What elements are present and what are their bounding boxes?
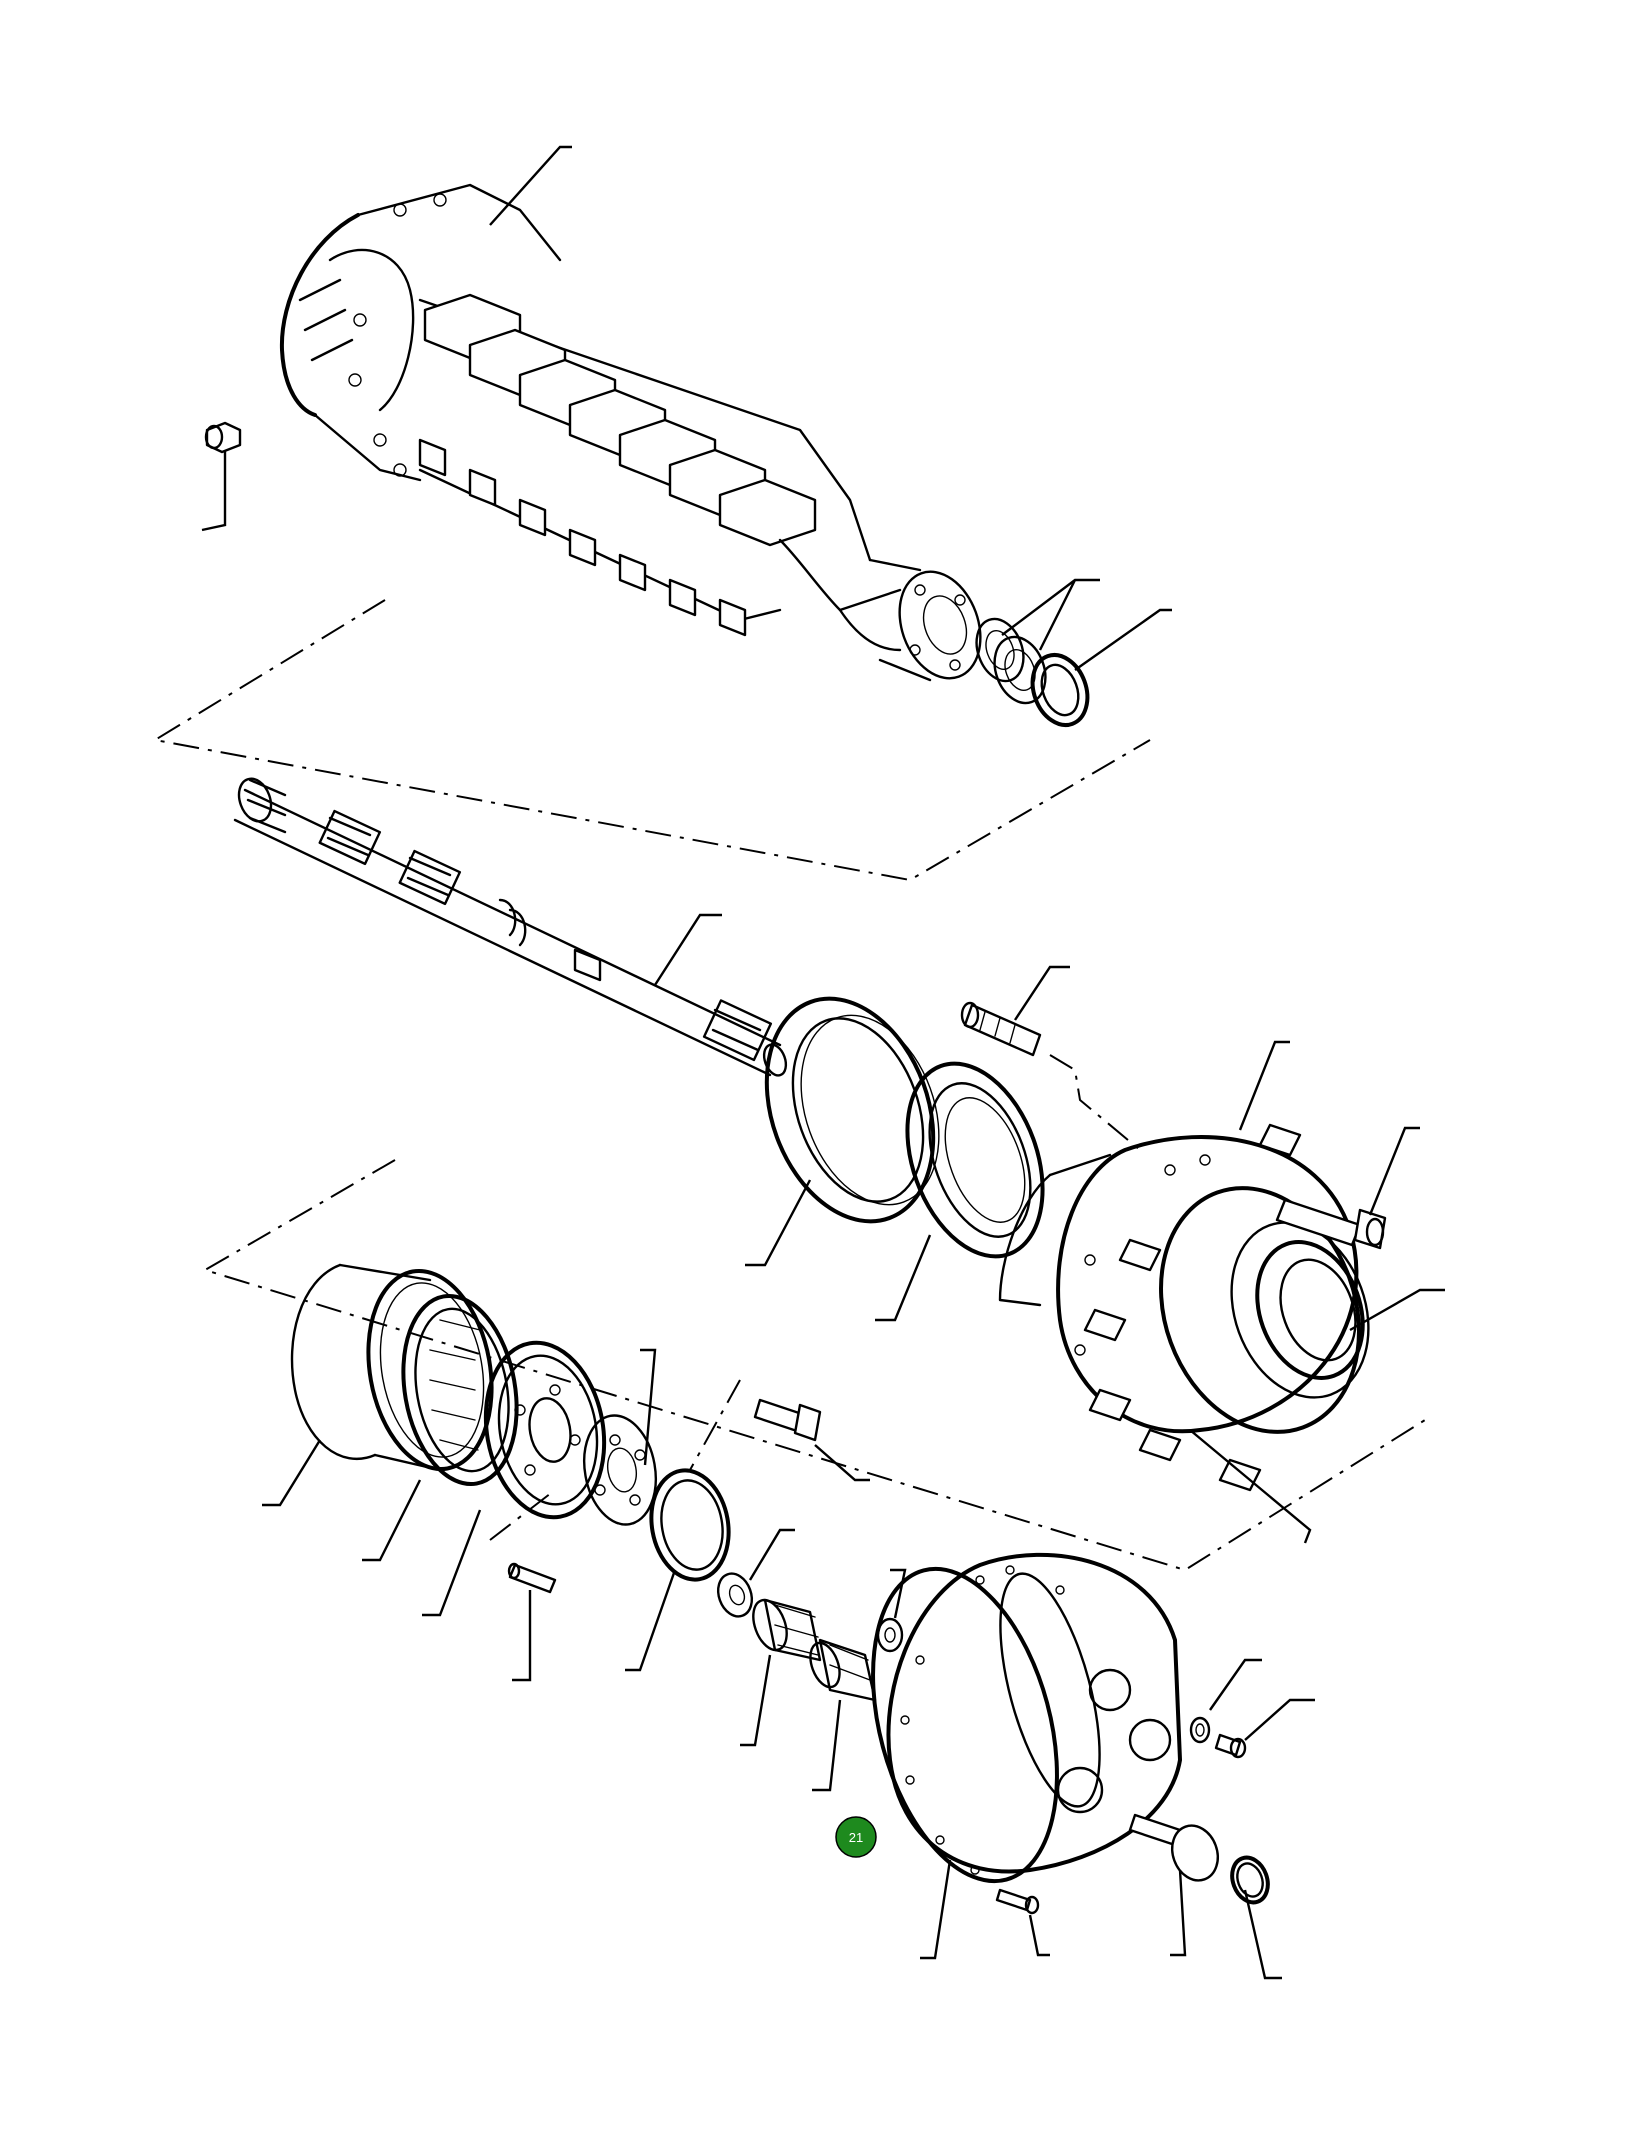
retaining-bolt[interactable] [753, 1398, 822, 1442]
drain-plug[interactable] [1128, 1813, 1225, 1887]
callout-badge[interactable]: 21 [835, 1816, 877, 1858]
leader-line-cap-screw [1028, 1914, 1050, 1957]
plug[interactable] [204, 421, 242, 454]
leader-line-hub-bottom [1189, 1429, 1312, 1544]
bolt-axis [689, 1379, 741, 1471]
snap-ring[interactable] [643, 1464, 737, 1586]
leader-line-pin [512, 1590, 532, 1682]
leader-line-oil-seal [745, 1179, 812, 1267]
wheel-bearing[interactable] [883, 1045, 1068, 1275]
leader-line-seal-top [1074, 608, 1172, 671]
leader-line-bearing-cones [1001, 578, 1100, 651]
stud-bolt[interactable] [960, 1001, 1042, 1057]
leader-line-cover [920, 1859, 952, 1960]
ring-gear-drum[interactable] [290, 1261, 506, 1479]
leader-line-small-washer [890, 1568, 907, 1619]
cover-screw[interactable] [1214, 1733, 1247, 1759]
wheel-hub[interactable] [998, 1123, 1392, 1492]
leader-line-cover-screw [1244, 1698, 1315, 1741]
spacer-washer[interactable] [712, 1569, 757, 1621]
leader-line-spacer [748, 1528, 795, 1581]
leader-line-drain-plug [1170, 1869, 1187, 1957]
leader-line-ring-gear [362, 1479, 422, 1562]
seal-ring-top[interactable] [1023, 647, 1096, 732]
pin[interactable] [507, 1562, 557, 1594]
callout-label: 21 [849, 1830, 863, 1845]
cover-plug[interactable] [1189, 1716, 1211, 1744]
leader-line-snap-ring [625, 1569, 677, 1672]
bearing-cone-pair[interactable] [968, 612, 1054, 710]
pinion-gear[interactable] [805, 1638, 877, 1702]
leader-line-cover-plug [1209, 1658, 1262, 1711]
leader-line-sun-gear [740, 1654, 772, 1747]
leader-line-bearing [875, 1234, 932, 1322]
leader-line-housing [489, 145, 572, 226]
assembly-outline-upper [152, 599, 1151, 882]
thrust-washer[interactable] [576, 1410, 664, 1530]
leader-line-drum [262, 1439, 322, 1507]
carrier-axis [489, 1489, 556, 1541]
cap-screw[interactable] [995, 1888, 1040, 1915]
stud-axis [1049, 1054, 1141, 1151]
leader-line-stud [1013, 965, 1070, 1021]
leader-line-retaining-bolt [814, 1444, 870, 1482]
planetary-cover[interactable] [841, 1548, 1182, 1901]
leader-line-hub-bolt [1368, 1126, 1420, 1216]
assembly-outline-lower [202, 1159, 1426, 1572]
leader-line-half-shaft [653, 913, 722, 986]
half-shaft[interactable] [233, 774, 789, 1078]
leader-line-hub-seal [1349, 1288, 1445, 1332]
sun-gear[interactable] [747, 1595, 822, 1662]
leader-line-plug [201, 450, 227, 532]
hub-bolt[interactable] [1275, 1198, 1387, 1250]
axle-housing[interactable] [279, 183, 995, 690]
leader-line-hub [1238, 1040, 1290, 1131]
leader-line-pinion [812, 1699, 842, 1792]
leader-line-o-ring [1243, 1889, 1282, 1980]
callout-circle [835, 1816, 877, 1858]
oil-seal[interactable] [737, 975, 963, 1244]
o-ring[interactable] [1226, 1853, 1274, 1908]
leader-line-carrier [422, 1509, 482, 1617]
leader-line-thrust-washer [640, 1348, 657, 1466]
